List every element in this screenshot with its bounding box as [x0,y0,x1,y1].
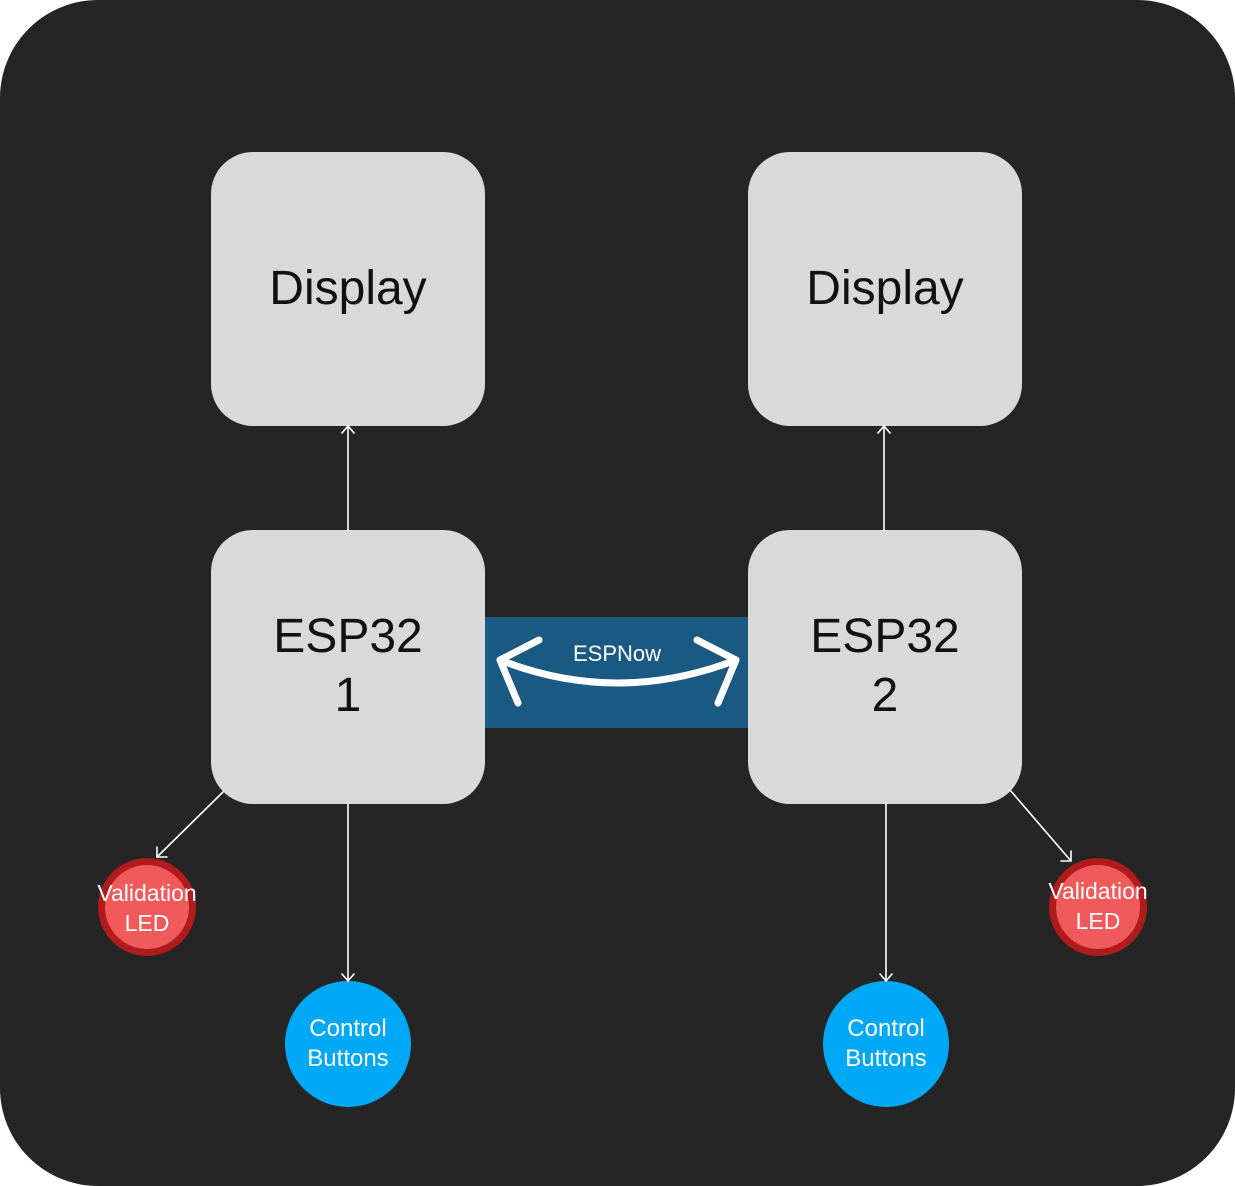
display-label-left: Display [269,261,427,315]
arrow-esp1-to-display [341,425,355,531]
arrow-esp2-to-buttons [879,803,893,982]
validation-led-left [98,858,196,956]
validation-led-label-right: Validation LED [1048,878,1148,934]
esp32-name-2: ESP32 [810,610,960,664]
esp32-box-2: ESP32 2 [748,530,1022,804]
esp32-name-1: ESP32 [273,610,423,664]
espnow-bidirectional-arrow [496,636,740,707]
espnow-link-label: ESPNow [572,641,662,666]
display-box-left: Display [211,152,485,426]
display-label-right: Display [806,261,964,315]
validation-led-right [1049,858,1147,956]
display-box-right: Display [748,152,1022,426]
validation-led-label-left: Validation LED [97,880,197,936]
control-buttons-right: Control Buttons [823,981,949,1107]
arrow-esp1-to-buttons [341,803,355,982]
arrow-esp1-to-led [156,791,224,858]
esp32-box-1: ESP32 1 [211,530,485,804]
esp32-number-1: 1 [334,669,362,722]
arrow-esp2-to-display [877,425,891,531]
control-buttons-left: Control Buttons [285,981,411,1107]
esp32-number-2: 2 [871,669,899,722]
arrow-esp2-to-led [1009,789,1072,862]
